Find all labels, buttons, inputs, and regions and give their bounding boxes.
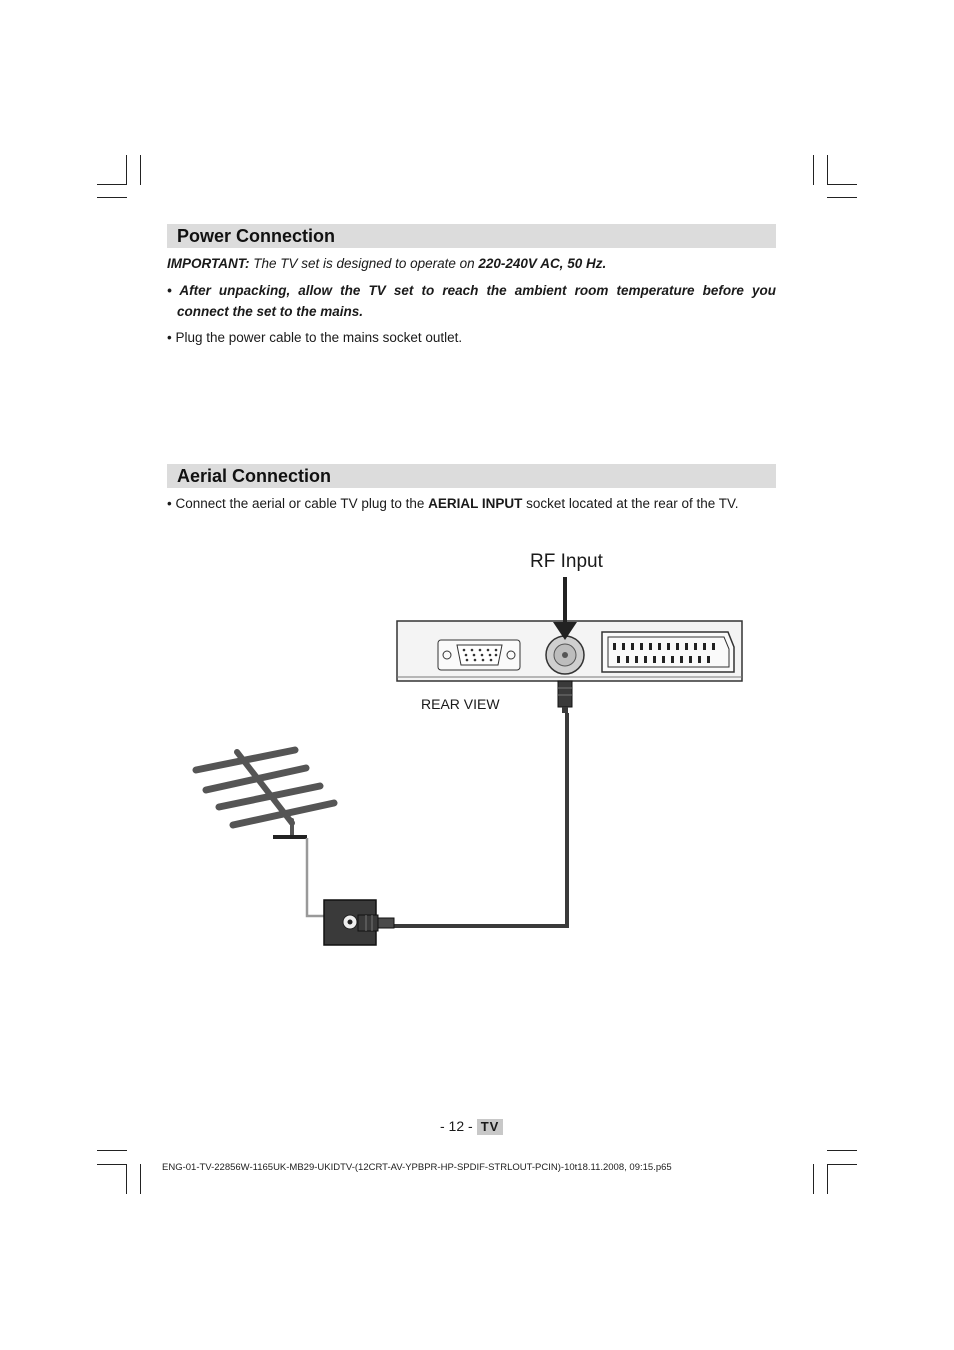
- rf-input-label: RF Input: [530, 551, 603, 572]
- rf-input-socket: [545, 635, 585, 675]
- scart-connector: [601, 631, 735, 673]
- aerial-text-before: • Connect the aerial or cable TV plug to…: [167, 496, 429, 511]
- aerial-antenna: [192, 746, 338, 838]
- rear-view-label: REAR VIEW: [421, 696, 500, 712]
- section-badge: TV: [477, 1119, 503, 1135]
- rf-input-arrow: [553, 577, 577, 640]
- ambient-temp-bullet-line2: connect the set to the mains.: [177, 304, 364, 319]
- important-label: IMPORTANT:: [167, 256, 250, 271]
- page-number: - 12 -: [440, 1118, 473, 1134]
- tv-side-plug: [557, 680, 573, 713]
- ambient-temp-bullet-line1: • After unpacking, allow the TV set to r…: [167, 283, 776, 298]
- important-note: IMPORTANT: The TV set is designed to ope…: [167, 254, 776, 274]
- vga-connector: [437, 639, 521, 671]
- voltage-spec: 220-240V AC, 50 Hz.: [478, 256, 607, 271]
- aerial-text-after: socket located at the rear of the TV.: [522, 496, 739, 511]
- antenna-lead: [305, 838, 325, 918]
- power-connection-heading: Power Connection: [167, 224, 776, 248]
- aerial-instruction: • Connect the aerial or cable TV plug to…: [167, 494, 776, 514]
- coaxial-cable: [394, 713, 569, 928]
- footer-file-info: ENG-01-TV-22856W-1165UK-MB29-UKIDTV-(12C…: [162, 1162, 672, 1173]
- aerial-connection-heading: Aerial Connection: [167, 464, 776, 488]
- plug-power-bullet: • Plug the power cable to the mains sock…: [167, 330, 463, 345]
- aerial-input-term: AERIAL INPUT: [428, 496, 523, 511]
- important-text: The TV set is designed to operate on: [249, 256, 479, 271]
- wall-plug: [357, 914, 395, 932]
